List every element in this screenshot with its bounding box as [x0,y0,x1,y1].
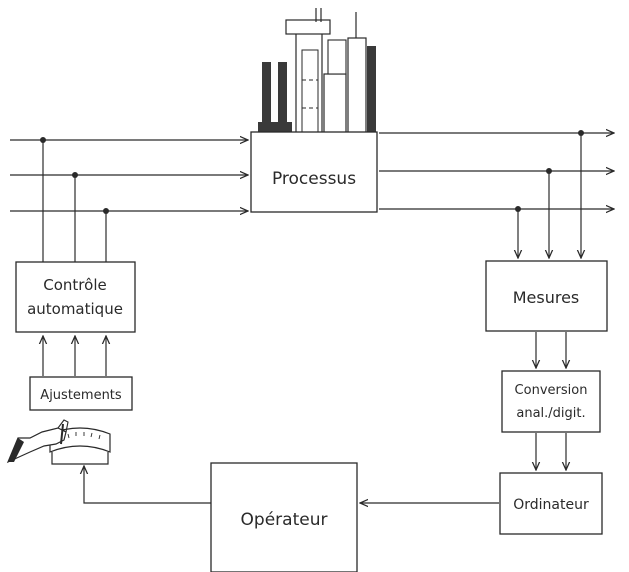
conversion-label-line1: Conversion [515,383,588,398]
mesures-label: Mesures [513,288,580,307]
processus-label: Processus [272,169,356,189]
processus-box [250,131,378,213]
operateur-box [210,462,358,572]
junction-dot [40,137,46,143]
junction-dot [515,206,521,212]
conversion-box [501,370,601,433]
junction-dot [72,172,78,178]
ajustements-label: Ajustements [40,388,122,403]
ordinateur-label: Ordinateur [513,497,589,513]
conversion-label-line2: anal./digit. [516,406,585,421]
operateur-label: Opérateur [241,510,328,530]
ajustements-box [29,376,133,411]
junction-dot [578,130,584,136]
controle-automatique-box [15,261,136,333]
ordinateur-box [499,472,603,535]
mesures-box [485,260,608,332]
hand-icon [6,419,69,464]
factory-icon [258,8,376,139]
junction-dot [546,168,552,174]
controle-label-line2: automatique [27,300,123,318]
junction-dot [103,208,109,214]
operateur-to-dial-arrow [84,466,211,504]
controle-label-line1: Contrôle [43,276,106,294]
